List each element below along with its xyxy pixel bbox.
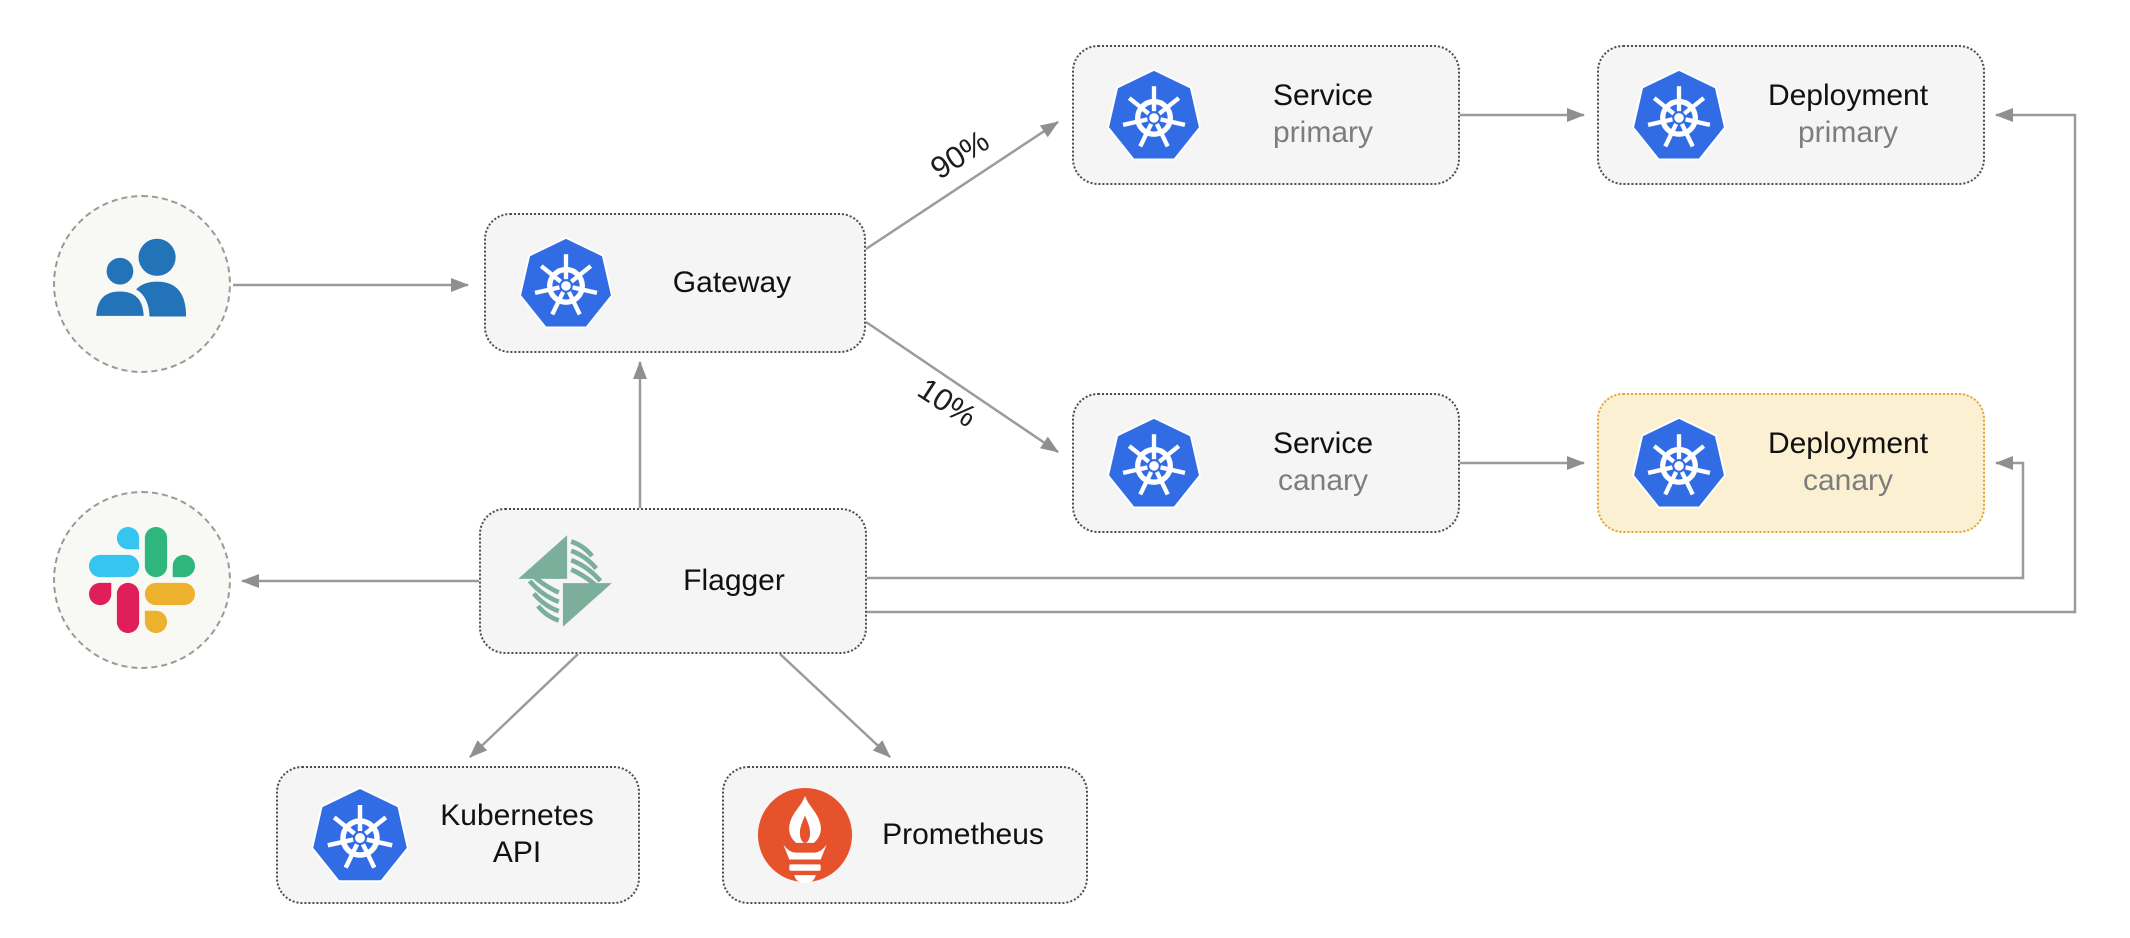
kubernetes-icon xyxy=(311,786,409,883)
prometheus-node: Prometheus xyxy=(722,766,1088,904)
edge-flagger-to-deployment-primary xyxy=(867,108,2077,614)
users-icon xyxy=(90,238,187,322)
kubernetes-api-node: Kubernetes API xyxy=(276,766,640,904)
service-canary-node: Service canary xyxy=(1072,393,1460,533)
deployment-primary-sublabel: primary xyxy=(1797,116,1898,149)
slack-icon xyxy=(89,527,195,633)
kubernetes-icon xyxy=(1106,68,1202,161)
kubernetes-icon xyxy=(518,236,614,329)
kubernetes-api-label-line2: API xyxy=(492,836,542,869)
service-primary-label: Service xyxy=(1272,79,1374,113)
deployment-primary-node: Deployment primary xyxy=(1597,45,1985,185)
kubernetes-icon xyxy=(1631,68,1727,161)
edge-flagger-to-kubernetes-api xyxy=(469,653,579,758)
flagger-icon xyxy=(518,535,612,627)
prometheus-label: Prometheus xyxy=(882,817,1044,851)
edge-flagger-to-prometheus xyxy=(779,653,891,758)
service-primary-sublabel: primary xyxy=(1272,116,1373,149)
edge-gateway-to-service-canary xyxy=(865,320,1059,454)
deployment-canary-sublabel: canary xyxy=(1802,464,1894,497)
gateway-label: Gateway xyxy=(672,265,792,299)
deployment-canary-node: Deployment canary xyxy=(1597,393,1985,533)
flagger-label: Flagger xyxy=(683,563,785,597)
service-primary-node: Service primary xyxy=(1072,45,1460,185)
deployment-canary-label: Deployment xyxy=(1767,427,1929,461)
slack-node xyxy=(53,491,231,669)
service-canary-label: Service xyxy=(1272,427,1374,461)
prometheus-icon xyxy=(757,787,853,884)
users-node xyxy=(53,195,231,373)
flagger-node: Flagger xyxy=(479,508,867,654)
service-canary-sublabel: canary xyxy=(1277,464,1369,497)
edge-flagger-to-deployment-canary xyxy=(867,456,2025,580)
kubernetes-icon xyxy=(1631,416,1727,509)
gateway-node: Gateway xyxy=(484,213,866,353)
kubernetes-icon xyxy=(1106,416,1202,509)
deployment-primary-label: Deployment xyxy=(1767,79,1929,113)
kubernetes-api-label-line1: Kubernetes xyxy=(440,799,594,833)
edge-gateway-to-service-primary xyxy=(865,120,1059,251)
